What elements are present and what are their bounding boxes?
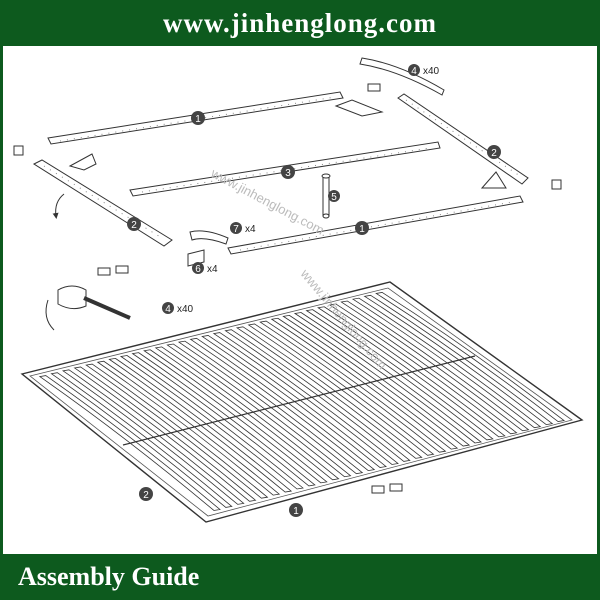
slat bbox=[108, 357, 293, 493]
slat bbox=[328, 303, 518, 435]
callout-7: 7 x4 bbox=[230, 222, 256, 235]
slat bbox=[131, 352, 316, 487]
slat bbox=[224, 329, 411, 462]
end-rail-left bbox=[32, 159, 173, 247]
slat bbox=[247, 323, 435, 456]
callout-6: 6 x4 bbox=[192, 262, 218, 275]
slat-group bbox=[38, 292, 566, 511]
slat bbox=[73, 366, 257, 502]
callout-4a: 4 x40 bbox=[408, 64, 440, 77]
exploded-assembly-diagram: www.jinhenglong.com www.jinhenglong.com … bbox=[13, 57, 584, 523]
corner-bracket-right bbox=[480, 171, 507, 189]
svg-text:1: 1 bbox=[195, 114, 201, 125]
slat bbox=[259, 320, 447, 453]
header-banner: www.jinhenglong.com bbox=[0, 0, 600, 46]
slat bbox=[201, 335, 388, 468]
hammer-tool bbox=[45, 285, 131, 331]
footer-banner: Assembly Guide bbox=[0, 554, 600, 600]
svg-text:2: 2 bbox=[131, 220, 137, 231]
slat bbox=[85, 363, 269, 499]
slat bbox=[212, 332, 399, 465]
footer-caption: Assembly Guide bbox=[18, 562, 200, 591]
svg-text:x4: x4 bbox=[207, 264, 218, 275]
callout-4b: 4 x40 bbox=[162, 302, 194, 315]
slat bbox=[177, 340, 364, 475]
callout-3: 3 bbox=[281, 165, 295, 179]
slat bbox=[166, 343, 352, 478]
slat bbox=[340, 300, 530, 432]
assembled-bed-frame bbox=[20, 281, 584, 523]
center-support-rail bbox=[122, 355, 476, 446]
slat bbox=[305, 309, 494, 441]
svg-text:7: 7 bbox=[233, 224, 239, 235]
corner-bracket-top bbox=[334, 99, 384, 117]
svg-text:1: 1 bbox=[359, 224, 365, 235]
callout-1a: 1 bbox=[191, 111, 205, 125]
svg-text:x4: x4 bbox=[245, 224, 256, 235]
svg-text:4: 4 bbox=[411, 66, 417, 77]
slat bbox=[61, 369, 245, 505]
holder-a bbox=[97, 267, 111, 276]
slat-holder-top bbox=[367, 83, 381, 92]
corner-bracket-left bbox=[68, 153, 97, 171]
holder-d bbox=[389, 483, 403, 492]
connector-part bbox=[189, 230, 229, 245]
left-border bbox=[0, 46, 3, 554]
svg-text:4: 4 bbox=[165, 304, 171, 315]
slat bbox=[235, 326, 423, 459]
svg-text:2: 2 bbox=[143, 490, 149, 501]
svg-text:3: 3 bbox=[285, 168, 291, 179]
end-rail-right bbox=[397, 93, 529, 185]
end-cap-left bbox=[13, 145, 24, 156]
right-border bbox=[597, 46, 600, 554]
callout-2b: 2 bbox=[127, 217, 141, 231]
slat bbox=[189, 337, 376, 472]
slat bbox=[293, 312, 482, 444]
holder-c bbox=[371, 485, 385, 494]
foot-part bbox=[187, 249, 205, 267]
callout-2a: 2 bbox=[487, 145, 501, 159]
slat bbox=[143, 349, 328, 484]
svg-text:2: 2 bbox=[491, 148, 497, 159]
slat bbox=[363, 294, 554, 426]
slat bbox=[119, 355, 304, 490]
holder-b bbox=[115, 265, 129, 274]
center-leg bbox=[321, 173, 331, 219]
svg-text:5: 5 bbox=[331, 192, 337, 203]
watermark-top: www.jinhenglong.com bbox=[208, 165, 327, 238]
svg-text:x40: x40 bbox=[423, 66, 440, 77]
slat bbox=[270, 317, 459, 450]
website-url: www.jinhenglong.com bbox=[162, 7, 438, 38]
slat bbox=[317, 306, 506, 438]
rotate-arrow bbox=[52, 193, 65, 219]
end-cap-right bbox=[551, 179, 562, 190]
slat bbox=[154, 346, 340, 481]
callout-5: 5 bbox=[328, 190, 340, 203]
slat bbox=[351, 297, 542, 429]
callout-1b: 1 bbox=[355, 221, 369, 235]
slat bbox=[38, 375, 221, 511]
slat-sample bbox=[359, 57, 445, 96]
side-rail-lower bbox=[227, 195, 524, 255]
slat bbox=[50, 372, 233, 508]
svg-text:1: 1 bbox=[293, 506, 299, 517]
svg-text:x40: x40 bbox=[177, 304, 194, 315]
slat bbox=[282, 314, 471, 447]
svg-text:6: 6 bbox=[195, 264, 201, 275]
callout-1c: 1 bbox=[289, 503, 303, 517]
callout-2c: 2 bbox=[139, 487, 153, 501]
slat bbox=[96, 360, 281, 496]
slat bbox=[375, 292, 566, 422]
